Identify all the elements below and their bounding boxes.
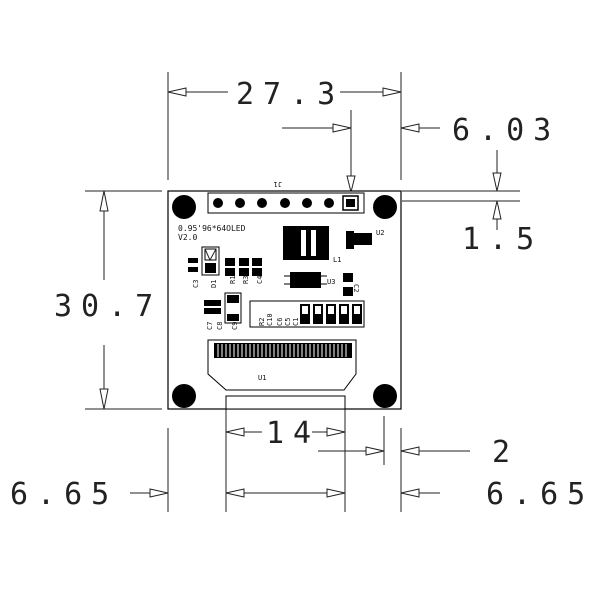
pin-edge-dimension: 1.5 bbox=[462, 222, 543, 257]
r1-label: R1 bbox=[229, 276, 237, 284]
u3-label: U3 bbox=[327, 278, 335, 286]
c9-label: C9 bbox=[231, 322, 239, 330]
c5-label: C5 bbox=[284, 318, 292, 326]
pcb-board: J1 0.95'96*64OLED V2.0 L1 U2 C3 D1 R1 R3… bbox=[167, 180, 402, 410]
mounting-hole-top-left bbox=[172, 195, 196, 219]
c2-label: C2 bbox=[352, 284, 360, 292]
c1-label: C1 bbox=[292, 318, 300, 326]
pin-offset-dimension: 6.03 bbox=[452, 113, 560, 148]
mounting-hole-bottom-right bbox=[373, 384, 397, 408]
height-dimension: 30.7 bbox=[54, 289, 162, 324]
c10-label: C10 bbox=[266, 313, 274, 326]
u2-label: U2 bbox=[376, 229, 384, 237]
d1-label: D1 bbox=[210, 280, 218, 288]
l1-label: L1 bbox=[333, 256, 341, 264]
mounting-hole-bottom-left bbox=[172, 384, 196, 408]
header-label: J1 bbox=[274, 180, 282, 188]
c8-label: C8 bbox=[216, 322, 224, 330]
c6-label: C6 bbox=[276, 318, 284, 326]
c7-label: C7 bbox=[206, 322, 214, 330]
left-margin-dimension: 6.65 bbox=[10, 477, 118, 512]
c3-label: C3 bbox=[192, 280, 200, 288]
dimension-lines bbox=[85, 72, 520, 512]
connector-width-dimension: 14 bbox=[266, 416, 320, 451]
header-j1 bbox=[207, 192, 365, 214]
version-label: V2.0 bbox=[178, 233, 197, 242]
gap-dimension: 2 bbox=[492, 435, 519, 470]
mounting-hole-top-right bbox=[373, 195, 397, 219]
c4-label: C4 bbox=[256, 276, 264, 284]
r3-label: R3 bbox=[242, 276, 250, 284]
u1-label: U1 bbox=[258, 374, 266, 382]
r2-label: R2 bbox=[258, 318, 266, 326]
right-margin-dimension: 6.65 bbox=[486, 477, 594, 512]
width-dimension: 27.3 bbox=[236, 77, 344, 112]
model-label: 0.95'96*64OLED bbox=[178, 224, 246, 233]
fpc-pins bbox=[214, 343, 352, 358]
